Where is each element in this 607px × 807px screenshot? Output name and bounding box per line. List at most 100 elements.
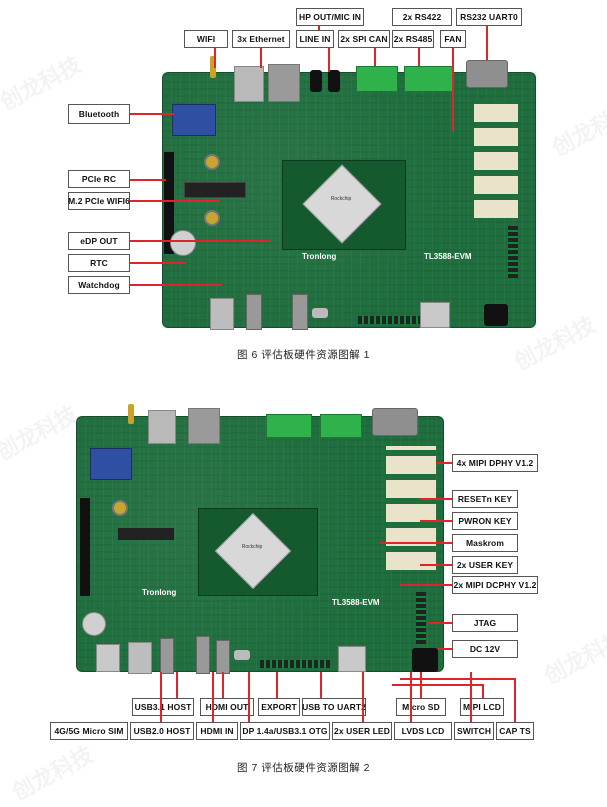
label-fan: FAN (440, 30, 466, 48)
sim-slot (96, 644, 120, 672)
leader-line-mipi-lcd-h (392, 684, 484, 686)
leader-line-jtag (428, 622, 452, 624)
leader-line-fan (452, 48, 454, 132)
label-mipi-lcd: MIPI LCD (460, 698, 504, 716)
label-maskrom: Maskrom (452, 534, 518, 552)
capacitor-2 (204, 210, 220, 226)
model-silkscreen: TL3588-EVM (332, 598, 380, 607)
rtc-battery (82, 612, 106, 636)
label-resetn-key: RESETn KEY (452, 490, 518, 508)
label-watchdog: Watchdog (68, 276, 130, 294)
capacitor-1 (204, 154, 220, 170)
leader-line-wifi (214, 48, 216, 68)
leader-line-user-led (362, 672, 364, 722)
hdmi-port-2 (292, 294, 308, 330)
leader-line-export (276, 672, 278, 698)
figure-1-caption: 图 6 评估板硬件资源图解 1 (237, 349, 370, 361)
terminal-block-rs422-rs485 (404, 66, 454, 92)
brand-silkscreen: Tronlong (302, 252, 337, 261)
leader-line-hp-out (318, 26, 320, 30)
label-usb20-host: USB2.0 HOST (130, 722, 194, 740)
evaluation-board-top-view-1: Rockchip Tronlong TL3588-EVM (162, 56, 536, 330)
leader-line-dc12v (438, 648, 452, 650)
label-m2-pcie-wifi6: M.2 PCIe WIFI6 (68, 192, 130, 210)
leader-line-hdmi-in (212, 672, 214, 722)
leader-line-ethernet (260, 48, 262, 68)
audio-jack-1 (310, 70, 322, 92)
pcie-slot (80, 498, 90, 596)
hdmi-port (246, 294, 262, 330)
label-line-in: LINE IN (296, 30, 334, 48)
power-jack (412, 648, 438, 672)
label-dp-usb31-otg: DP 1.4a/USB3.1 OTG (240, 722, 330, 740)
leader-line-pwron (420, 520, 452, 522)
leader-line-m2 (130, 200, 220, 202)
bluetooth-module (172, 104, 216, 136)
label-2x-spi-can: 2x SPI CAN (338, 30, 390, 48)
evaluation-board-top-view-2: Rockchip Tronlong TL3588-EVM (76, 404, 444, 674)
leader-line-pcie-rc (130, 179, 166, 181)
label-export: EXPORT (258, 698, 300, 716)
usb-c-port (234, 650, 250, 660)
label-bluetooth: Bluetooth (68, 104, 130, 124)
leader-line-rs232 (486, 26, 488, 60)
hdmi-port-1 (196, 636, 210, 674)
leader-line-mipi-lcd (482, 684, 484, 698)
m2-slot (184, 182, 246, 198)
leader-line-lvds (410, 672, 412, 722)
ethernet-jack-2 (188, 408, 220, 444)
label-rs232-uart0: RS232 UART0 (456, 8, 522, 26)
label-2x-rs422: 2x RS422 (392, 8, 452, 26)
label-pcie-rc: PCIe RC (68, 170, 130, 188)
label-hdmi-out: HDMI OUT (200, 698, 254, 716)
usb-port (210, 298, 234, 330)
m2-slot (118, 528, 174, 540)
leader-line-cap-ts (514, 678, 516, 722)
usb-c-port (312, 308, 328, 318)
leader-line-dcphy (400, 584, 452, 586)
label-3x-ethernet: 3x Ethernet (232, 30, 290, 48)
soc-vendor-text: Rockchip (330, 196, 352, 202)
leader-line-mipi-dphy (436, 462, 452, 464)
label-edp-out: eDP OUT (68, 232, 130, 250)
hdmi-port-2 (216, 640, 230, 674)
leader-line-watchdog (130, 284, 222, 286)
label-4g-5g-micro-sim: 4G/5G Micro SIM (50, 722, 128, 740)
label-4x-mipi-dphy: 4x MIPI DPHY V1.2 (452, 454, 538, 472)
leader-line-spi-can (374, 48, 376, 66)
label-pwron-key: PWRON KEY (452, 512, 518, 530)
terminal-block-can (356, 66, 398, 92)
label-cap-ts: CAP TS (496, 722, 534, 740)
leader-line-maskrom (380, 542, 452, 544)
gpio-header (358, 316, 420, 324)
terminal-block-1 (266, 414, 312, 438)
leader-line-line-in (328, 48, 330, 72)
label-switch: SWITCH (454, 722, 494, 740)
rtc-battery (170, 230, 196, 256)
label-2x-mipi-dcphy: 2x MIPI DCPHY V1.2 (452, 576, 538, 594)
leader-line-switch (470, 672, 472, 722)
label-dc-12v: DC 12V (452, 640, 518, 658)
ethernet-jack-1 (234, 66, 264, 102)
label-usb-to-uart2: USB TO UART2 (302, 698, 366, 716)
db9-serial-connector (372, 408, 418, 436)
leader-line-reset (420, 498, 452, 500)
jtag-header (416, 592, 426, 644)
label-lvds-lcd: LVDS LCD (394, 722, 452, 740)
microsd-slot (338, 646, 366, 672)
power-jack (484, 304, 508, 326)
label-2x-user-led: 2x USER LED (332, 722, 392, 740)
model-silkscreen: TL3588-EVM (424, 252, 472, 261)
jtag-header (508, 226, 518, 278)
leader-line-rtc (130, 262, 186, 264)
ethernet-jack-1 (148, 410, 176, 444)
db9-serial-connector (466, 60, 508, 88)
label-2x-user-key: 2x USER KEY (452, 556, 518, 574)
usb-port-1 (128, 642, 152, 674)
fpc-connectors (386, 446, 436, 570)
label-jtag: JTAG (452, 614, 518, 632)
leader-line-uart2 (320, 672, 322, 698)
leader-line-edp (130, 240, 270, 242)
label-usb31-host: USB3.1 HOST (132, 698, 194, 716)
leader-line-user-key (420, 564, 452, 566)
